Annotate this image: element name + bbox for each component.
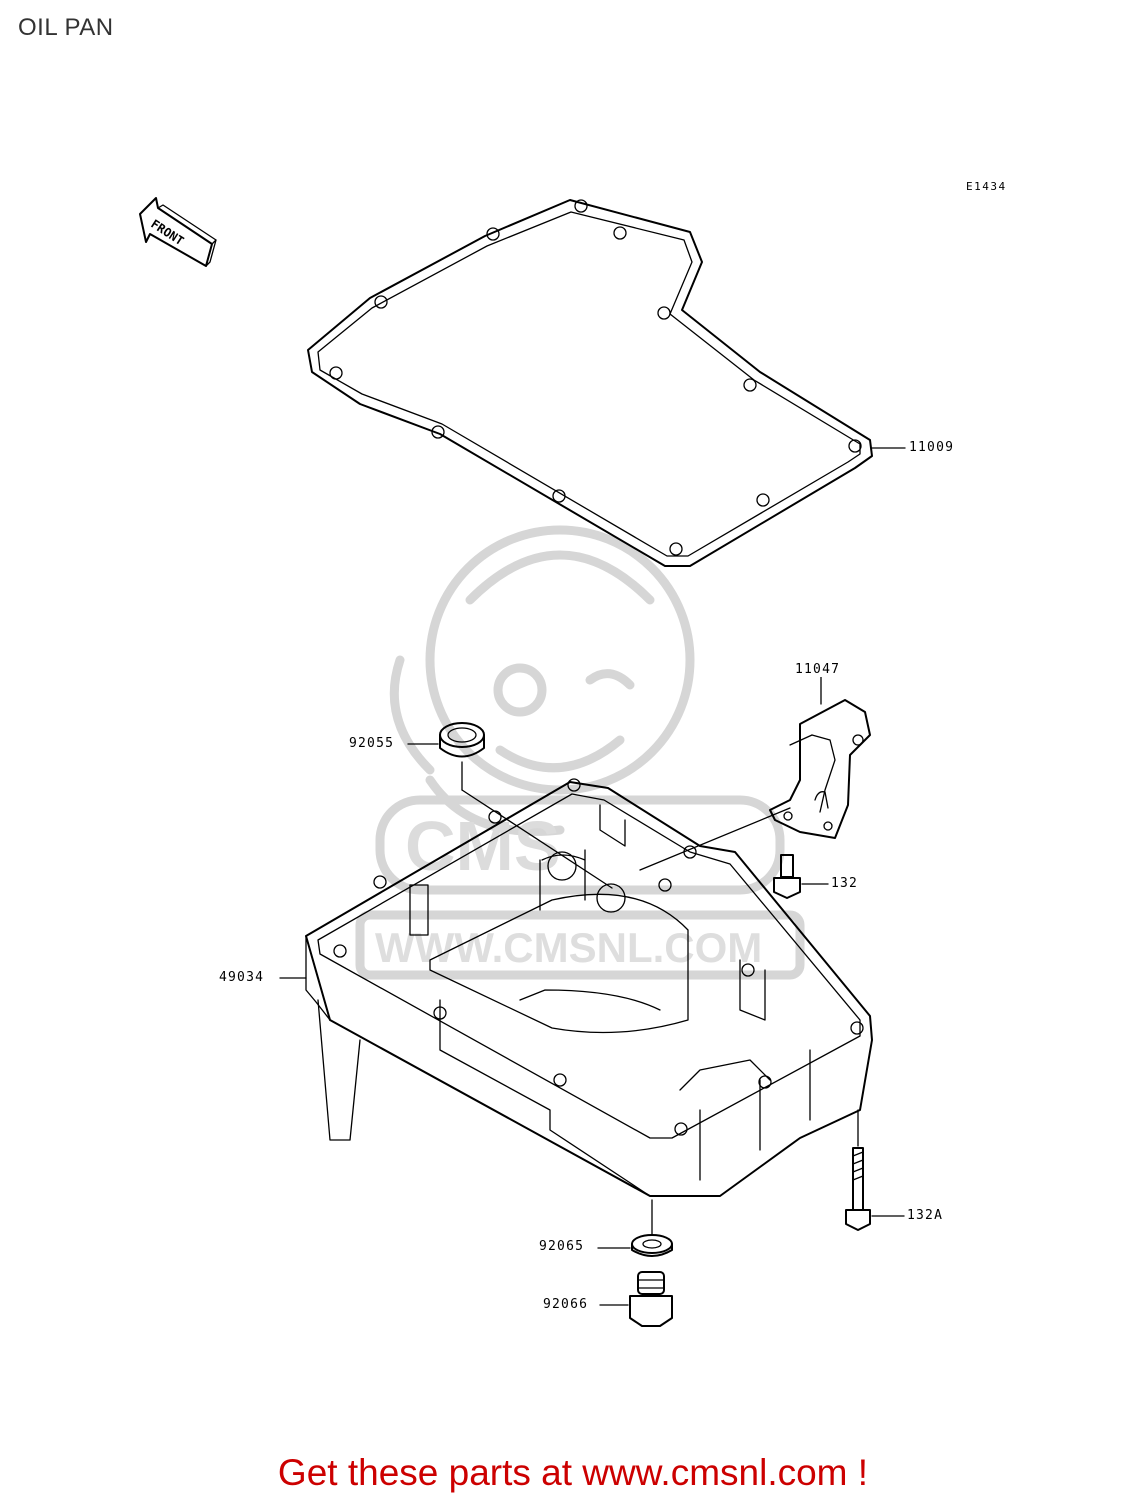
part-11047-bracket: [639, 675, 871, 871]
watermark-url-text: WWW.CMSNL.COM: [375, 924, 762, 971]
part-92055-oring: [407, 722, 613, 889]
callout-132A[interactable]: 132A: [906, 1208, 945, 1223]
part-92066-drain-plug: [599, 1271, 673, 1327]
diagram-title: OIL PAN: [18, 14, 114, 41]
callout-92065[interactable]: 92065: [538, 1239, 586, 1254]
callout-11009[interactable]: 11009: [908, 440, 956, 455]
front-direction-arrow: FRONT: [139, 197, 217, 267]
part-11009-gasket: [307, 199, 906, 567]
part-132-bolt: [773, 854, 829, 899]
part-49034-oil-pan: [279, 778, 873, 1197]
cmsnl-watermark: CMS WWW.CMSNL.COM: [355, 525, 805, 980]
part-92065-washer: [597, 1199, 673, 1257]
callout-132[interactable]: 132: [830, 876, 860, 891]
promo-banner: Get these parts at www.cmsnl.com !: [0, 1452, 1146, 1494]
part-132A-bolt: [845, 1109, 905, 1231]
diagram-reference-code: E1434: [966, 180, 1007, 193]
promo-link[interactable]: Get these parts at www.cmsnl.com !: [277, 1452, 869, 1493]
callout-11047[interactable]: 11047: [794, 662, 842, 677]
callout-92066[interactable]: 92066: [542, 1297, 590, 1312]
callout-92055[interactable]: 92055: [348, 736, 396, 751]
callout-49034[interactable]: 49034: [218, 970, 266, 985]
